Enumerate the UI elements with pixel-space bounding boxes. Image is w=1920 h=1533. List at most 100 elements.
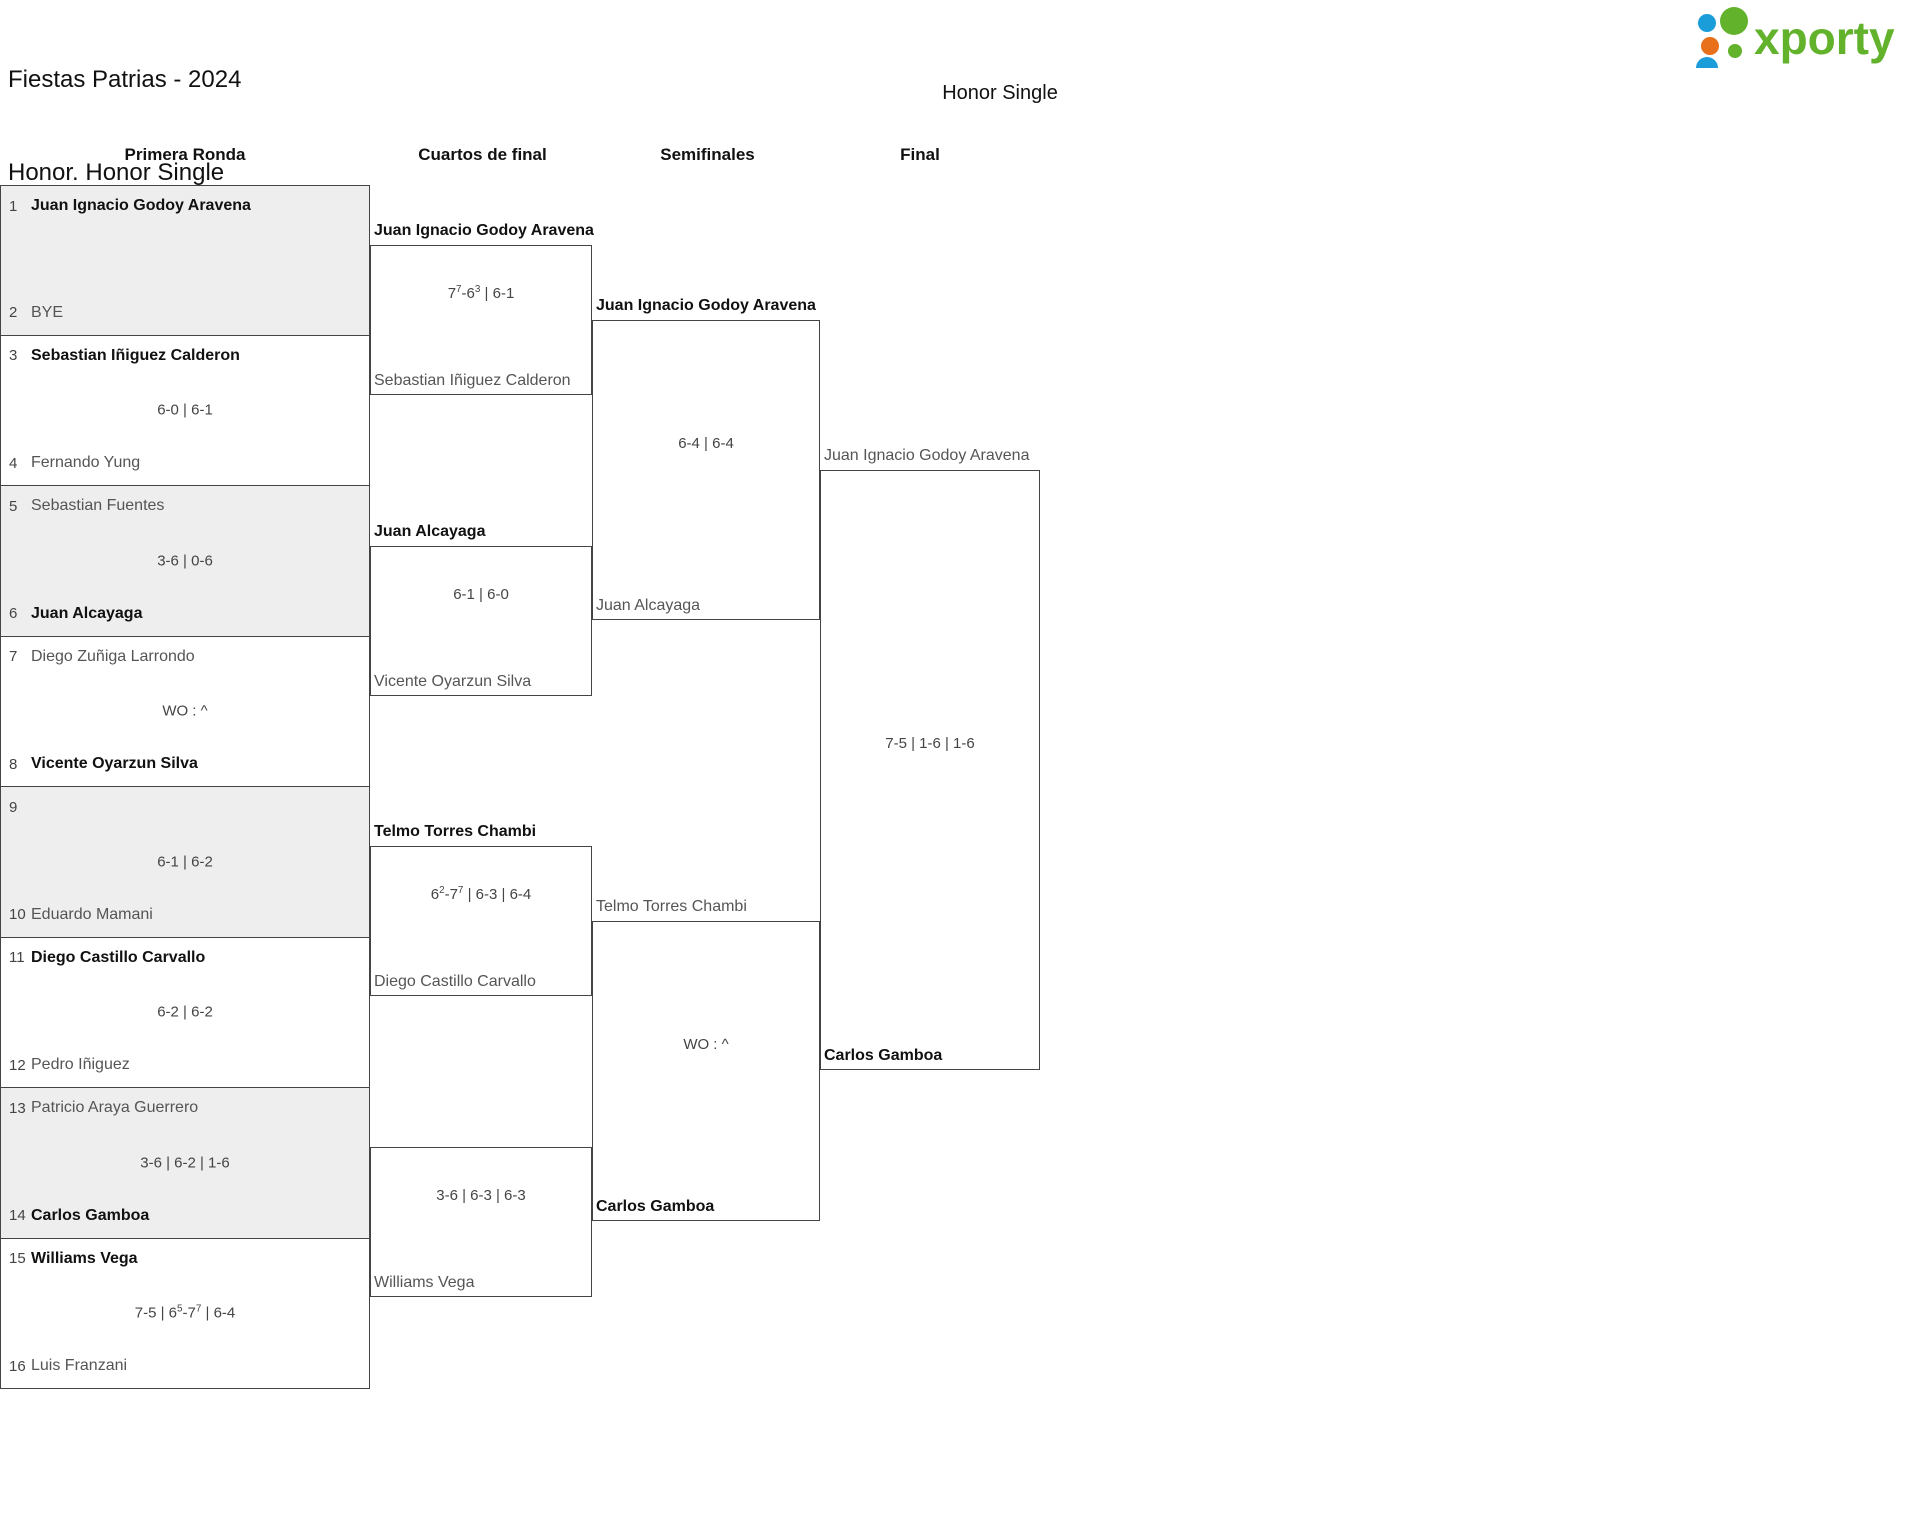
bracket-title: Honor Single: [942, 82, 1058, 104]
seed-number: 15: [9, 1250, 26, 1267]
tournament-name: Fiestas Patrias - 2024: [8, 66, 242, 93]
round1-match-2[interactable]: 3 Sebastian Iñiguez Calderon 4 Fernando Yun…: [0, 335, 370, 486]
round1-match-1-bottom-player[interactable]: 2 BYE: [1, 301, 369, 325]
seed-number: 13: [9, 1099, 26, 1117]
player-name-williams-vega: Williams Vega: [31, 1249, 138, 1267]
round1-match-8-bottom-player[interactable]: 16 Luis Franzani: [1, 1354, 369, 1378]
quarterfinal-4-bottom-player: Williams Vega: [374, 1274, 479, 1292]
round-header-primera-ronda: Primera Ronda: [124, 145, 246, 164]
quarterfinal-2-score: 6-1 | 6-0: [453, 586, 509, 603]
round1-match-7[interactable]: 13 Patricio Araya Guerrero 14 Carlos Gamboa…: [0, 1088, 370, 1239]
quarterfinal-3-bottom-player: Diego Castillo Carvallo: [374, 973, 540, 991]
round1-match-5-bottom-player[interactable]: 10 Eduardo Mamani: [1, 903, 369, 927]
seed-number: 6: [9, 605, 18, 622]
seed-number: 14: [9, 1207, 26, 1224]
seed-number: 12: [9, 1056, 26, 1074]
seed-number: 3: [9, 347, 18, 364]
round1-match-6[interactable]: 11 Diego Castillo Carvallo 12 Pedro Iñiguez…: [0, 937, 370, 1088]
quarterfinal-1-box[interactable]: [370, 245, 592, 395]
semifinal-2-box[interactable]: [592, 921, 820, 1221]
seed-number: 1: [9, 197, 18, 215]
seed-number: 7: [9, 648, 18, 665]
semifinal-1-bottom-player: Juan Alcayaga: [596, 597, 705, 615]
semifinal-1-top-player: Juan Ignacio Godoy Aravena: [596, 297, 820, 315]
quarterfinal-1-bottom-player: Sebastian Iñiguez Calderon: [374, 372, 575, 390]
seed-number: 8: [9, 755, 18, 773]
player-name-sebastian-fuentes: Sebastian Fuentes: [31, 497, 165, 514]
round1-match-6-bottom-player[interactable]: 12 Pedro Iñiguez: [1, 1053, 369, 1077]
quarterfinal-1-score: 77-63 | 6-1: [447, 284, 515, 302]
player-name-carlos-gamboa: Carlos Gamboa: [31, 1206, 150, 1224]
round1-match-6-top-player[interactable]: 11 Diego Castillo Carvallo: [1, 946, 369, 970]
svg-text:xporty: xporty: [1754, 12, 1895, 64]
semifinal-1-score: 6-4 | 6-4: [678, 435, 734, 452]
player-name-diego-zuniga-larrondo: Diego Zuñiga Larrondo: [31, 647, 195, 665]
semifinal-2-score: WO : ^: [683, 1036, 729, 1053]
round1-match-3-top-player[interactable]: 5 Sebastian Fuentes: [1, 494, 369, 518]
seed-number: 16: [9, 1357, 26, 1375]
player-name-fernando-yung: Fernando Yung: [31, 454, 141, 471]
quarterfinal-1-top-player: Juan Ignacio Godoy Aravena: [374, 222, 598, 240]
round1-match-6-score: 6-2 | 6-2: [157, 1003, 213, 1021]
round1-match-8[interactable]: 15 Williams Vega 16 Luis Franzani 7-5 | 65-7…: [0, 1238, 370, 1389]
round1-match-4-bottom-player[interactable]: 8 Vicente Oyarzun Silva: [1, 752, 369, 776]
quarterfinal-2-bottom-player: Vicente Oyarzun Silva: [374, 673, 536, 691]
quarterfinal-3-box[interactable]: [370, 846, 592, 996]
round-header-final: Final: [900, 145, 940, 164]
round1-match-4-top-player[interactable]: 7 Diego Zuñiga Larrondo: [1, 645, 369, 669]
player-name-patricio-araya-guerrero: Patricio Araya Guerrero: [31, 1099, 199, 1116]
xporty-logo: xporty: [1694, 6, 1904, 68]
final-match-score: 7-5 | 1-6 | 1-6: [885, 735, 975, 752]
round1-match-7-score: 3-6 | 6-2 | 1-6: [140, 1154, 230, 1172]
semifinal-2-top-player: Telmo Torres Chambi: [596, 898, 751, 916]
xporty-logo-icon: xporty: [1696, 7, 1895, 68]
player-name-bye: BYE: [31, 303, 64, 321]
seed-number: 2: [9, 304, 18, 321]
category-name: Honor. Honor Single: [8, 159, 225, 186]
round1-match-8-top-player[interactable]: 15 Williams Vega: [1, 1247, 369, 1271]
round1-match-4-score: WO : ^: [162, 702, 208, 720]
semifinal-1-box[interactable]: [592, 320, 820, 620]
player-name-eduardo-mamani: Eduardo Mamani: [31, 905, 153, 923]
round1-match-3-bottom-player[interactable]: 6 Juan Alcayaga: [1, 602, 369, 626]
round1-match-2-score: 6-0 | 6-1: [157, 401, 213, 419]
quarterfinal-2-top-player: Juan Alcayaga: [374, 523, 490, 541]
seed-number: 9: [9, 798, 18, 816]
seed-number: 4: [9, 454, 18, 472]
final-match-top-player: Juan Ignacio Godoy Aravena: [824, 447, 1034, 465]
round1-match-4[interactable]: 7 Diego Zuñiga Larrondo 8 Vicente Oyarzun S…: [0, 636, 370, 787]
seed-number: 11: [9, 949, 25, 966]
round1-match-2-top-player[interactable]: 3 Sebastian Iñiguez Calderon: [1, 344, 369, 368]
player-name-juan-alcayaga: Juan Alcayaga: [31, 604, 143, 622]
round1-match-5[interactable]: 9 10 Eduardo Mamani 6-1 | 6-2: [0, 787, 370, 938]
quarterfinal-4-score: 3-6 | 6-3 | 6-3: [436, 1187, 526, 1204]
semifinal-2-bottom-player: Carlos Gamboa: [596, 1198, 719, 1216]
quarterfinal-3-top-player: Telmo Torres Chambi: [374, 823, 541, 841]
player-name-luis-franzani: Luis Franzani: [31, 1357, 128, 1374]
player-name-diego-castillo-carvallo: Diego Castillo Carvallo: [31, 948, 206, 966]
round1-match-7-bottom-player[interactable]: 14 Carlos Gamboa: [1, 1204, 369, 1228]
player-name-pedro-iniguez: Pedro Iñiguez: [31, 1056, 130, 1073]
round1-match-5-score: 6-1 | 6-2: [157, 853, 213, 871]
round1-match-3[interactable]: 5 Sebastian Fuentes 6 Juan Alcayaga 3-6 | 0-…: [0, 486, 370, 637]
round1-match-5-top-player[interactable]: 9: [1, 795, 369, 819]
round-header-cuartos-de-final: Cuartos de final: [418, 145, 547, 164]
round1-match-3-score: 3-6 | 0-6: [157, 552, 213, 570]
seed-number: 10: [9, 906, 26, 923]
round1-match-8-score: 7-5 | 65-77 | 6-4: [134, 1303, 236, 1322]
round-header-semifinales: Semifinales: [660, 145, 755, 164]
quarterfinal-3-score: 62-77 | 6-3 | 6-4: [430, 885, 532, 903]
player-name-vicente-oyarzun-silva: Vicente Oyarzun Silva: [31, 755, 198, 772]
seed-number: 5: [9, 497, 18, 515]
round1-match-2-bottom-player[interactable]: 4 Fernando Yung: [1, 451, 369, 475]
player-name-sebastian-iniguez-calderon: Sebastian Iñiguez Calderon: [31, 346, 240, 364]
round1-match-7-top-player[interactable]: 13 Patricio Araya Guerrero: [1, 1096, 369, 1120]
final-match-bottom-player: Carlos Gamboa: [824, 1047, 947, 1065]
quarterfinal-2-box[interactable]: [370, 546, 592, 696]
quarterfinal-4-box[interactable]: [370, 1147, 592, 1297]
final-match-box[interactable]: [820, 470, 1040, 1070]
page-title: Fiestas Patrias - 2024 Honor. Honor Sing…: [8, 2, 241, 219]
